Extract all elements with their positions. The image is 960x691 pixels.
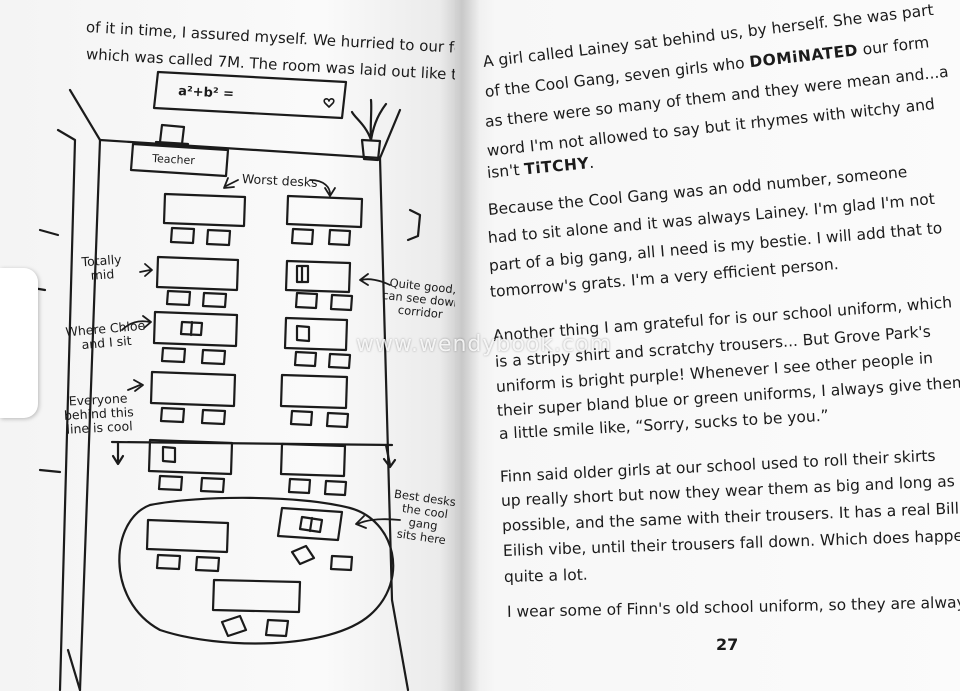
desk-row-6-right — [276, 506, 354, 572]
room-top-wall — [98, 138, 382, 160]
tablet-icon — [161, 445, 177, 464]
teacher-desk — [129, 142, 230, 178]
page-number: 27 — [716, 635, 739, 654]
desk-row-1-right — [285, 194, 364, 247]
cool-gang-oval — [118, 496, 395, 645]
desk-row-2-right — [284, 259, 354, 312]
desk-row-5-left — [147, 438, 234, 494]
desk-row-4-right — [279, 373, 350, 429]
desk-row-3-left — [152, 310, 239, 366]
whiteboard — [152, 70, 348, 120]
wall-bracket — [56, 128, 77, 691]
tablet-icon — [295, 324, 311, 343]
watermark: www.wendybook.com — [356, 332, 613, 357]
plant-icon — [350, 98, 388, 162]
teacher-label: Teacher — [151, 152, 196, 167]
annotation-line: mid — [90, 266, 115, 283]
emphasis-text: TiTCHY — [523, 154, 590, 179]
desk-row-5-right — [279, 442, 348, 497]
room-wall-right — [378, 156, 410, 691]
text-line: quite a lot. — [503, 565, 588, 586]
room-wall-left — [78, 138, 102, 691]
annotation-totally-mid: Totally mid — [81, 252, 123, 284]
desk-row-6-left — [145, 518, 230, 573]
desk-row-1-left — [162, 192, 247, 247]
emphasis-text: DOMiNATED — [748, 41, 859, 72]
annotation-worst-desks: Worst desks — [241, 171, 319, 190]
text-segment: our form — [856, 33, 931, 60]
page-tab — [0, 268, 38, 418]
text-segment: isn't — [486, 160, 526, 182]
desk-row-3-right — [283, 316, 352, 370]
book-icon — [298, 515, 324, 534]
classroom-diagram: a²+b² = Teacher — [13, 70, 422, 691]
text-segment: . — [588, 153, 595, 173]
board-equation: a²+b² = — [178, 84, 234, 102]
text-line: I wear some of Finn's old school uniform… — [506, 593, 960, 621]
desk-row-7 — [211, 578, 302, 638]
book-gutter — [440, 0, 480, 691]
teacher-chair — [154, 123, 190, 146]
desk-row-2-left — [155, 255, 240, 309]
right-page: A girl called Lainey sat behind us, by h… — [455, 0, 960, 691]
annotation-everyone-behind: Everyone behind this line is cool — [63, 390, 135, 437]
cool-line — [110, 440, 394, 447]
left-page: of it in time, I assured myself. We hurr… — [0, 0, 462, 691]
desk-row-4-left — [149, 370, 237, 426]
book-icon — [295, 264, 310, 284]
book-icon — [179, 320, 204, 337]
